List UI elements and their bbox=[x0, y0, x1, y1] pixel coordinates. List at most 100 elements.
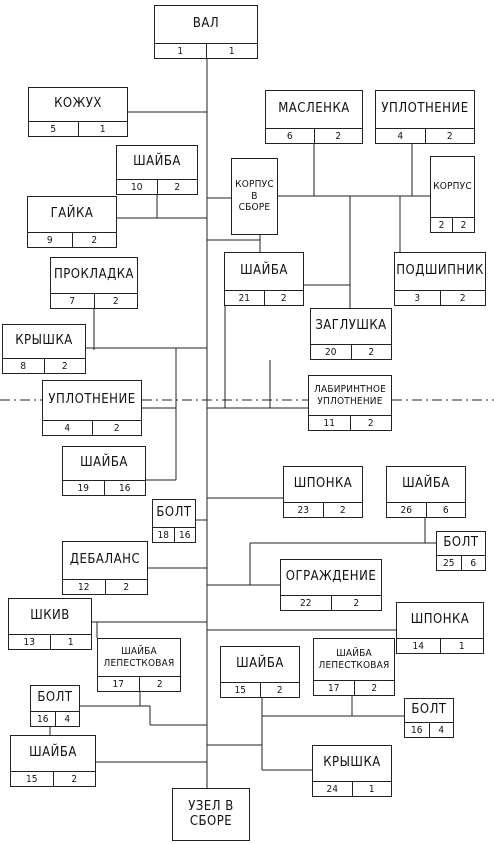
part-number: 17 bbox=[328, 682, 340, 694]
part-number: 21 bbox=[238, 292, 250, 304]
node-title: КРЫШКА bbox=[323, 755, 381, 771]
node-title: МАСЛЕНКА bbox=[278, 101, 350, 117]
part-quantity: 6 bbox=[460, 556, 486, 570]
part-number: 3 bbox=[414, 292, 421, 304]
part-number: 14 bbox=[412, 640, 424, 652]
node-title: УЗЕЛ В СБОРЕ bbox=[188, 798, 234, 829]
node-title: ШПОНКА bbox=[410, 612, 470, 628]
node-title: УПЛОТНЕНИЕ bbox=[381, 101, 469, 117]
part-quantity: 2 bbox=[263, 291, 304, 305]
part-quantity: 2 bbox=[353, 681, 395, 695]
part-number: 1 bbox=[177, 45, 184, 57]
part-number: 22 bbox=[300, 597, 312, 609]
part-quantity: 2 bbox=[424, 129, 475, 143]
part-quantity: 2 bbox=[349, 416, 392, 430]
node-shponka-14: ШПОНКА 14 1 bbox=[396, 602, 484, 654]
part-quantity: 2 bbox=[138, 677, 181, 691]
node-title: ШАЙБА bbox=[240, 263, 288, 279]
node-title: ШКИВ bbox=[30, 608, 70, 624]
part-number: 16 bbox=[37, 713, 49, 725]
part-quantity: 2 bbox=[322, 503, 363, 517]
part-number: 12 bbox=[78, 581, 90, 593]
part-number: 7 bbox=[69, 295, 76, 307]
node-debalans: ДЕБАЛАНС 12 2 bbox=[62, 541, 148, 595]
part-quantity: 2 bbox=[91, 421, 142, 435]
node-title: ШАЙБА bbox=[29, 745, 77, 761]
part-number: 17 bbox=[112, 678, 124, 690]
node-bolt-25: БОЛТ 25 6 bbox=[436, 531, 486, 571]
part-number: 11 bbox=[323, 417, 335, 429]
node-labirintnoe: ЛАБИРИНТНОЕ УПЛОТНЕНИЕ 11 2 bbox=[308, 375, 392, 431]
node-numbers: 13 1 bbox=[9, 634, 91, 649]
node-title: ВАЛ bbox=[192, 16, 220, 32]
part-number: 13 bbox=[23, 636, 35, 648]
part-number: 8 bbox=[20, 360, 27, 372]
node-title: ШАЙБА bbox=[402, 476, 450, 492]
node-title: УПЛОТНЕНИЕ bbox=[48, 392, 136, 408]
part-quantity: 1 bbox=[77, 122, 128, 136]
part-quantity: 1 bbox=[439, 639, 484, 653]
part-number: 19 bbox=[77, 482, 89, 494]
node-shkiv: ШКИВ 13 1 bbox=[8, 598, 92, 650]
node-numbers: 16 4 bbox=[405, 722, 453, 737]
node-shaiba-21: ШАЙБА 21 2 bbox=[224, 252, 304, 306]
node-title: КОЖУХ bbox=[54, 96, 102, 112]
part-quantity: 2 bbox=[439, 291, 486, 305]
node-numbers: 15 2 bbox=[11, 771, 95, 786]
part-quantity: 2 bbox=[52, 772, 96, 786]
part-number: 6 bbox=[286, 130, 293, 142]
part-number: 15 bbox=[26, 773, 38, 785]
part-quantity: 2 bbox=[313, 129, 363, 143]
part-number: 25 bbox=[443, 557, 455, 569]
node-title: ОГРАЖДЕНИЕ bbox=[285, 569, 377, 585]
part-quantity: 1 bbox=[49, 635, 92, 649]
part-number: 23 bbox=[297, 504, 309, 516]
part-quantity: 2 bbox=[71, 233, 117, 247]
part-number: 9 bbox=[46, 234, 53, 246]
node-title: КРЫШКА bbox=[15, 333, 73, 349]
node-numbers: 14 1 bbox=[397, 638, 483, 653]
node-numbers: 16 4 bbox=[31, 711, 79, 726]
node-title: ЗАГЛУШКА bbox=[315, 318, 387, 334]
part-quantity: 2 bbox=[104, 580, 148, 594]
part-number: 5 bbox=[50, 123, 57, 135]
node-title: ЛАБИРИНТНОЕ УПЛОТНЕНИЕ bbox=[314, 384, 386, 407]
part-quantity: 2 bbox=[93, 294, 138, 308]
part-quantity: 4 bbox=[54, 712, 80, 726]
node-numbers: 17 2 bbox=[314, 680, 394, 695]
node-numbers: 21 2 bbox=[225, 290, 303, 305]
part-number: 16 bbox=[411, 724, 423, 736]
part-quantity: 2 bbox=[156, 180, 198, 194]
node-title: ДЕБАЛАНС bbox=[69, 552, 141, 568]
part-quantity: 4 bbox=[428, 723, 454, 737]
part-number: 18 bbox=[157, 529, 169, 541]
part-quantity: 1 bbox=[205, 44, 258, 58]
node-val: ВАЛ 1 1 bbox=[154, 5, 258, 59]
part-number: 4 bbox=[397, 130, 404, 142]
node-title: БОЛТ bbox=[443, 535, 479, 551]
